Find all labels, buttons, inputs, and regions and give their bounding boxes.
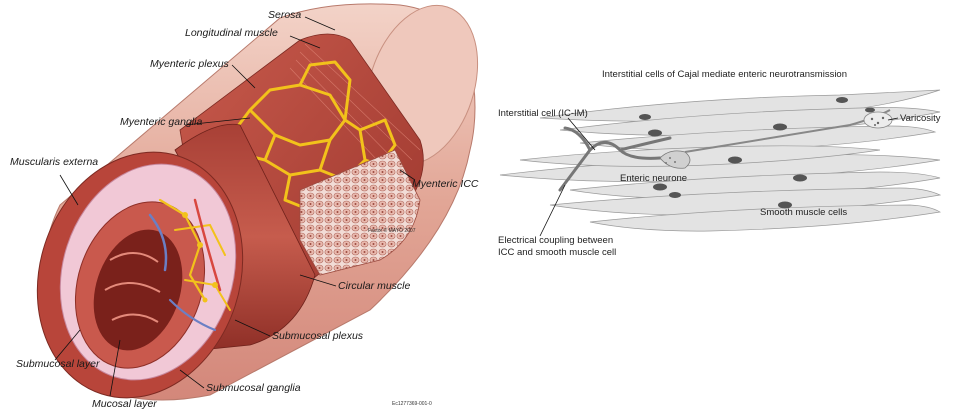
figure-title: Interstitial cells of Cajal mediate ente… <box>602 69 847 80</box>
label-myenteric-plexus: Myenteric plexus <box>150 58 230 70</box>
label-electrical-coupling-line2: ICC and smooth muscle cell <box>498 247 616 258</box>
credit-text: Factor © MAYO 2007 <box>368 227 416 234</box>
varicosity <box>864 112 892 128</box>
label-interstitial-cell: Interstitial cell (IC-IM) <box>498 108 588 119</box>
icc-illustration: Interstitial cells of Cajal mediate ente… <box>480 0 961 410</box>
label-mucosal-layer: Mucosal layer <box>92 398 157 410</box>
label-enteric-neurone: Enteric neurone <box>620 173 687 184</box>
label-varicosity: Varicosity <box>900 113 941 124</box>
figure-code: Ec1277369-001-0 <box>392 401 432 407</box>
label-myenteric-ganglia: Myenteric ganglia <box>120 116 202 128</box>
label-longitudinal-muscle: Longitudinal muscle <box>185 27 278 39</box>
label-submucosal-layer: Submucosal layer <box>16 358 100 370</box>
intestine-illustration: Serosa Longitudinal muscle Myenteric ple… <box>0 0 480 410</box>
label-muscularis-externa: Muscularis externa <box>10 156 98 168</box>
icc-neurotransmission-figure: Interstitial cells of Cajal mediate ente… <box>480 0 961 410</box>
label-submucosal-ganglia: Submucosal ganglia <box>206 382 301 394</box>
label-smooth-muscle-cells: Smooth muscle cells <box>760 207 847 218</box>
label-myenteric-icc: Myenteric ICC <box>412 178 479 190</box>
intestine-cross-section-figure: Serosa Longitudinal muscle Myenteric ple… <box>0 0 480 410</box>
label-submucosal-plexus: Submucosal plexus <box>272 330 364 342</box>
label-serosa: Serosa <box>268 9 301 21</box>
label-circular-muscle: Circular muscle <box>338 280 411 292</box>
label-electrical-coupling-line1: Electrical coupling between <box>498 235 613 246</box>
